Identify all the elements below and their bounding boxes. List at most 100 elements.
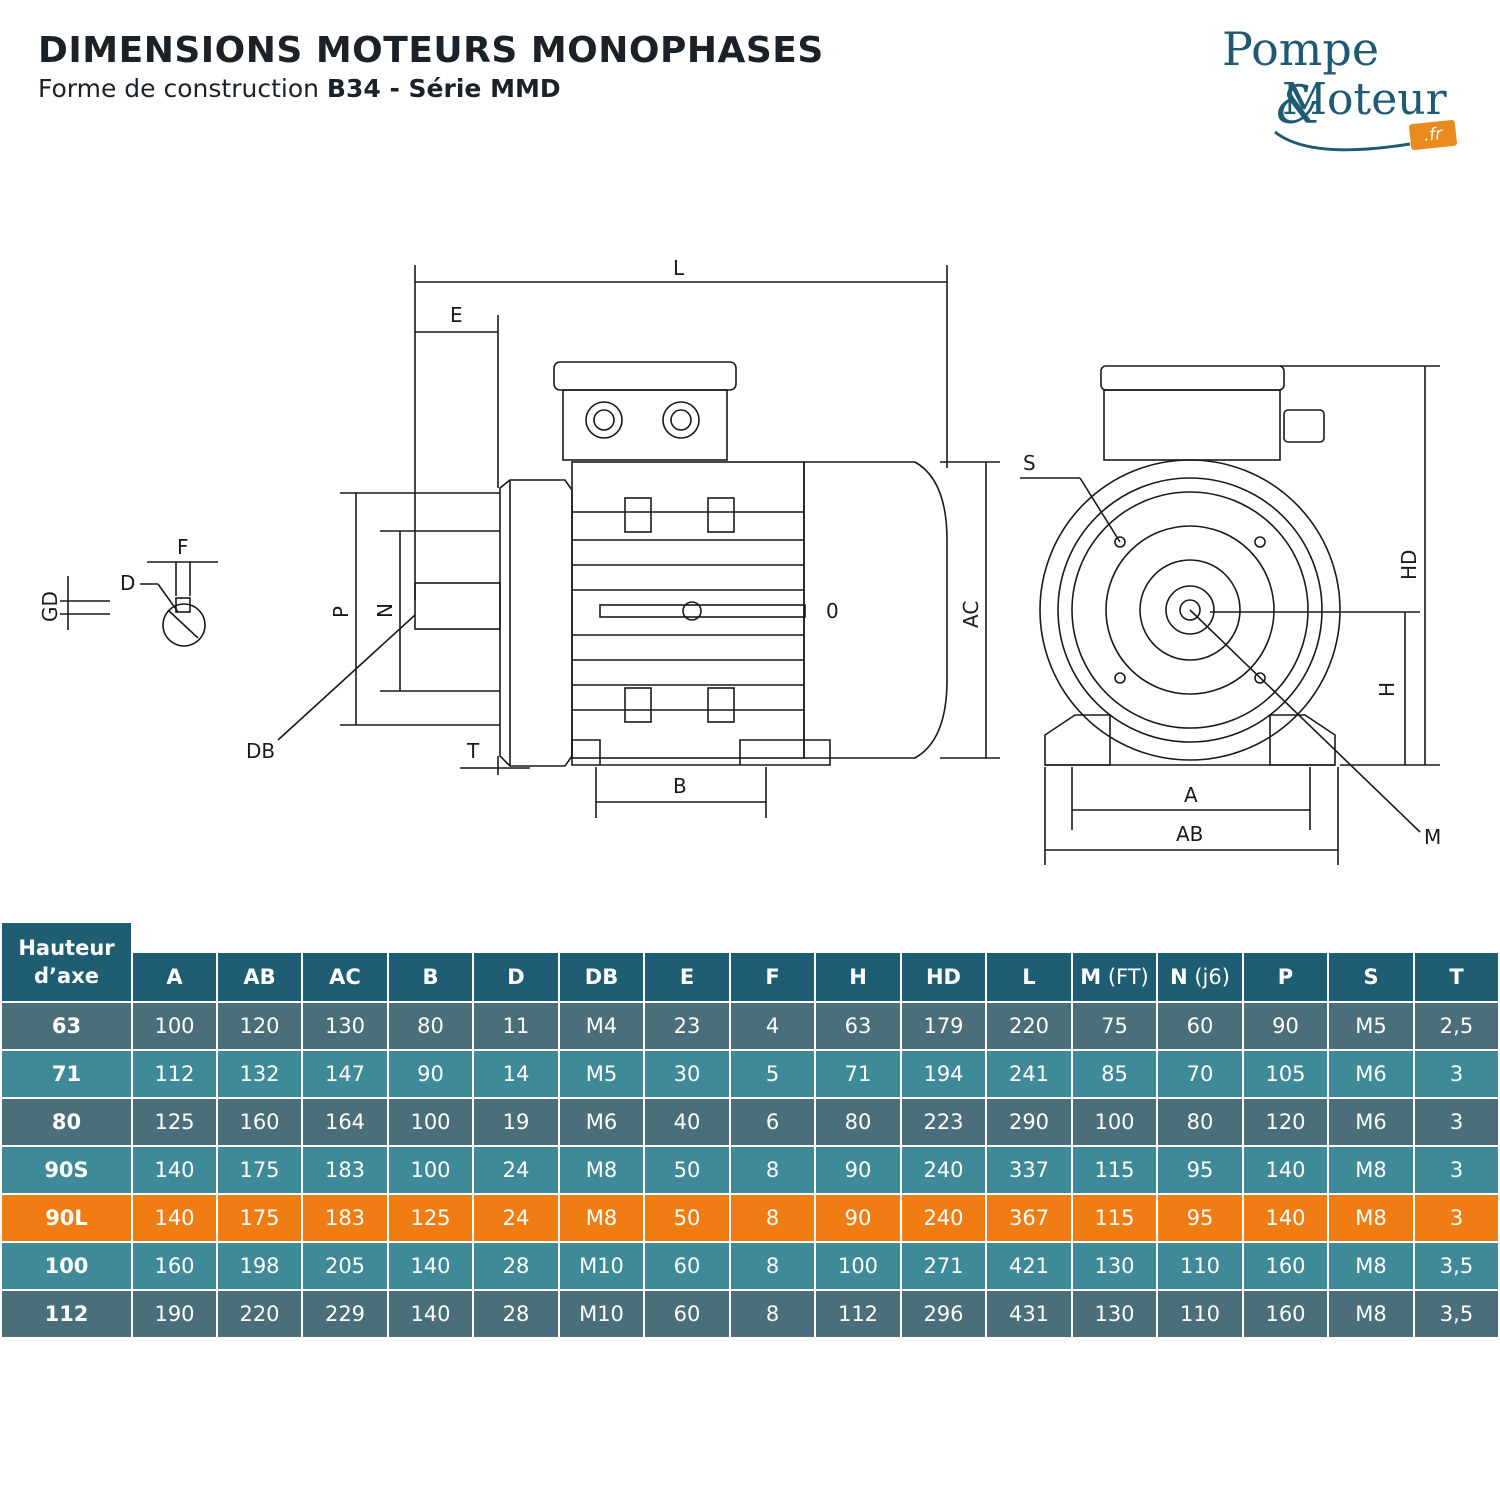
table-cell: 28 (472, 1289, 560, 1339)
column-header-m: M (FT) (1071, 951, 1158, 1003)
column-header-b: B (387, 951, 474, 1003)
label-S: S (1023, 451, 1036, 475)
table-cell: 140 (1242, 1193, 1329, 1243)
table-cell: 30 (643, 1049, 731, 1099)
column-header-db: DB (558, 951, 645, 1003)
table-cell: 60 (643, 1241, 731, 1291)
table-cell: 40 (643, 1097, 731, 1147)
table-cell: 164 (301, 1097, 389, 1147)
table-cell: 8 (729, 1145, 816, 1195)
table-cell: 112 (131, 1049, 218, 1099)
table-cell: 3 (1413, 1193, 1500, 1243)
column-header-code: L (1022, 965, 1036, 989)
label-M: M (1424, 825, 1441, 849)
table-cell: 140 (131, 1193, 218, 1243)
label-AC: AC (959, 601, 983, 628)
page-subtitle: Forme de construction B34 - Série MMD (38, 74, 561, 103)
column-header-code: D (507, 965, 525, 989)
table-cell: 190 (131, 1289, 218, 1339)
table-cell: 28 (472, 1241, 560, 1291)
column-header-e: E (643, 951, 731, 1003)
label-H: H (1375, 682, 1399, 697)
table-cell: 95 (1156, 1193, 1244, 1243)
label-E: E (450, 303, 463, 327)
column-header-code: AB (243, 965, 276, 989)
table-cell: 85 (1071, 1049, 1158, 1099)
table-cell: 14 (472, 1049, 560, 1099)
table-cell: M8 (1327, 1145, 1415, 1195)
table-cell: M8 (1327, 1241, 1415, 1291)
table-cell: 70 (1156, 1049, 1244, 1099)
table-cell: 183 (301, 1193, 389, 1243)
table-cell: 229 (301, 1289, 389, 1339)
column-header-code: N (1170, 965, 1188, 989)
column-header-h: H (814, 951, 902, 1003)
table-cell: 105 (1242, 1049, 1329, 1099)
table-cell: 120 (216, 1001, 303, 1051)
table-cell: 183 (301, 1145, 389, 1195)
table-cell: 179 (900, 1001, 987, 1051)
table-cell: 125 (387, 1193, 474, 1243)
table-cell: 223 (900, 1097, 987, 1147)
logo-tld-badge: .fr (1408, 119, 1458, 151)
shaft-section-detail (60, 561, 218, 647)
table-cell: 160 (131, 1241, 218, 1291)
column-header-s: S (1327, 951, 1415, 1003)
table-cell: 8 (729, 1193, 816, 1243)
table-cell: 125 (131, 1097, 218, 1147)
table-cell: 140 (387, 1241, 474, 1291)
motor-side-view (277, 265, 1000, 818)
logo-ampersand: & (1276, 76, 1323, 136)
column-header-code: F (765, 965, 780, 989)
table-cell: 110 (1156, 1289, 1244, 1339)
table-cell: 160 (1242, 1241, 1329, 1291)
label-HD: HD (1397, 550, 1421, 580)
label-N: N (373, 603, 397, 618)
table-cell: 337 (985, 1145, 1073, 1195)
table-cell: 241 (985, 1049, 1073, 1099)
table-cell: 100 (131, 1001, 218, 1051)
table-cell: 4 (729, 1001, 816, 1051)
table-cell: 421 (985, 1241, 1073, 1291)
label-O: 0 (826, 599, 839, 623)
table-cell: 100 (814, 1241, 902, 1291)
table-cell: 130 (301, 1001, 389, 1051)
table-cell: 5 (729, 1049, 816, 1099)
table-cell: 6 (729, 1097, 816, 1147)
table-cell: 90 (814, 1193, 902, 1243)
table-cell: 100 (1071, 1097, 1158, 1147)
corner-line-1: Hauteur (18, 936, 115, 960)
page-title: DIMENSIONS MOTEURS MONOPHASES (38, 30, 824, 71)
table-cell: M10 (558, 1241, 645, 1291)
label-B: B (673, 774, 687, 798)
table-cell: M8 (558, 1145, 645, 1195)
header-spacer (131, 921, 1500, 953)
corner-line-2: d’axe (34, 964, 99, 988)
label-A: A (1184, 783, 1198, 807)
table-cell: 290 (985, 1097, 1073, 1147)
table-cell: 90 (814, 1145, 902, 1195)
table-cell: 110 (1156, 1241, 1244, 1291)
table-cell: 115 (1071, 1193, 1158, 1243)
column-header-code: S (1363, 965, 1379, 989)
table-cell: 3 (1413, 1097, 1500, 1147)
table-cell: 160 (1242, 1289, 1329, 1339)
table-cell: 3,5 (1413, 1289, 1500, 1339)
table-cell: 220 (985, 1001, 1073, 1051)
subtitle-series: B34 - Série MMD (326, 74, 561, 103)
column-header-p: P (1242, 951, 1329, 1003)
label-GD: GD (38, 591, 62, 622)
motor-front-view (1020, 365, 1440, 865)
table-cell: 80 (814, 1097, 902, 1147)
column-header-code: HD (925, 965, 961, 989)
table-cell: 198 (216, 1241, 303, 1291)
table-cell: 271 (900, 1241, 987, 1291)
table-cell: 2,5 (1413, 1001, 1500, 1051)
table-cell: 175 (216, 1193, 303, 1243)
table-cell: M6 (558, 1097, 645, 1147)
column-header-ab: AB (216, 951, 303, 1003)
